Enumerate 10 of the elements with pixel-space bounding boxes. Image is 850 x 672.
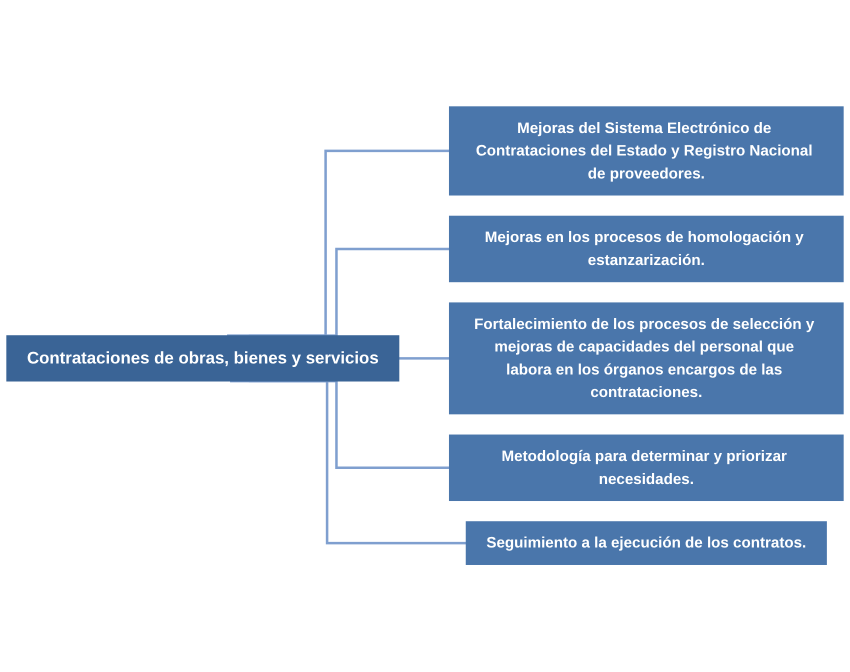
node-box [448, 434, 844, 502]
node-box [448, 216, 844, 283]
node-box [466, 522, 827, 566]
node-box [6, 336, 400, 382]
node-box [448, 106, 844, 196]
connector [398, 357, 450, 360]
connector [230, 380, 466, 545]
node-box [448, 302, 844, 415]
connector [248, 248, 450, 338]
connector [227, 150, 450, 338]
